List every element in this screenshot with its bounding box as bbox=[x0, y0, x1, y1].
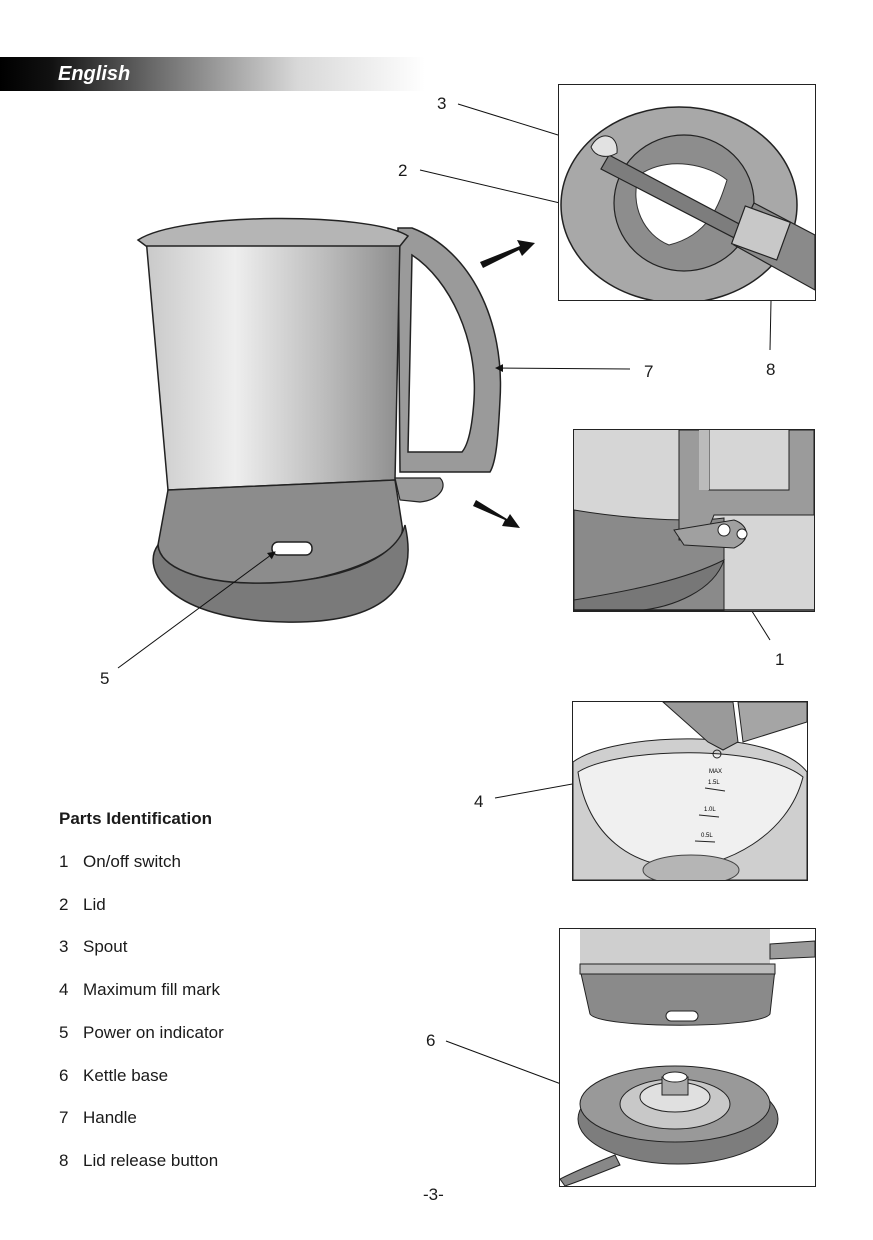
lid-detail-panel bbox=[558, 84, 816, 301]
language-label: English bbox=[58, 63, 131, 85]
part-item: 7 Handle bbox=[59, 1108, 137, 1128]
part-number: 7 bbox=[59, 1108, 69, 1127]
power-indicator-shape bbox=[271, 541, 313, 556]
base-detail-panel bbox=[559, 928, 816, 1187]
callout-5: 5 bbox=[100, 669, 110, 688]
page-number: -3- bbox=[423, 1185, 444, 1204]
part-label: Handle bbox=[83, 1108, 137, 1127]
part-label: Lid release button bbox=[83, 1151, 219, 1170]
part-item: 8 Lid release button bbox=[59, 1151, 218, 1171]
fill-mark-max: MAX bbox=[709, 769, 722, 775]
part-item: 6 Kettle base bbox=[59, 1066, 168, 1086]
part-number: 8 bbox=[59, 1151, 69, 1170]
callout-6: 6 bbox=[426, 1031, 436, 1050]
part-label: Spout bbox=[83, 937, 128, 956]
part-item: 1 On/off switch bbox=[59, 852, 181, 872]
callout-1: 1 bbox=[775, 650, 785, 669]
part-label: Maximum fill mark bbox=[83, 980, 220, 999]
switch-detail-panel bbox=[573, 429, 815, 612]
part-number: 3 bbox=[59, 937, 69, 956]
callout-3: 3 bbox=[437, 94, 447, 113]
part-label: Kettle base bbox=[83, 1066, 169, 1085]
part-label: Lid bbox=[83, 895, 106, 914]
part-item: 3 Spout bbox=[59, 937, 127, 957]
fill-mark-05l: 0.5L bbox=[701, 833, 713, 839]
language-banner bbox=[0, 57, 425, 91]
callout-7: 7 bbox=[644, 362, 654, 381]
part-label: On/off switch bbox=[83, 852, 181, 871]
part-label: Power on indicator bbox=[83, 1023, 224, 1042]
part-number: 5 bbox=[59, 1023, 69, 1042]
fill-mark-15l: 1.5L bbox=[708, 780, 720, 786]
part-item: 4 Maximum fill mark bbox=[59, 980, 220, 1000]
callout-4: 4 bbox=[474, 792, 484, 811]
fill-mark-10l: 1.0L bbox=[704, 807, 716, 813]
part-item: 2 Lid bbox=[59, 895, 106, 915]
part-number: 1 bbox=[59, 852, 69, 871]
part-item: 5 Power on indicator bbox=[59, 1023, 224, 1043]
fill-mark-detail-panel: MAX 1.5L 1.0L 0.5L bbox=[572, 701, 808, 881]
part-number: 2 bbox=[59, 895, 69, 914]
parts-title: Parts Identification bbox=[59, 809, 213, 828]
part-number: 6 bbox=[59, 1066, 69, 1085]
callout-2: 2 bbox=[398, 161, 408, 180]
part-number: 4 bbox=[59, 980, 69, 999]
callout-8: 8 bbox=[766, 360, 776, 379]
